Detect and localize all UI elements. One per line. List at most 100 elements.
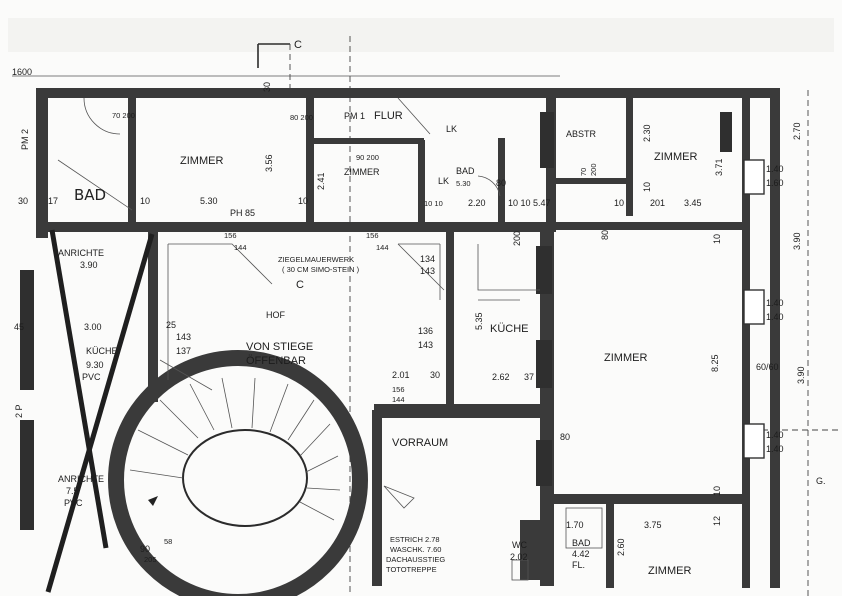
dim-label: 3.90: [792, 232, 802, 250]
section-mark-c-mid: C: [296, 279, 304, 291]
dim-label: 70 200: [112, 111, 135, 120]
dim-label: PH 85: [230, 208, 255, 218]
wc-fixture: [511, 559, 529, 581]
room-area-wc: 2.02: [510, 552, 528, 562]
dim-label: 10: [298, 196, 308, 206]
room-label-hof: HOF: [266, 310, 286, 320]
left-vertical-code: PM 2: [20, 129, 30, 150]
dim-label: 45: [14, 322, 24, 332]
dim-label: 3.56: [264, 154, 274, 172]
left-top-dim: 1600: [12, 67, 32, 77]
door-swings: [57, 97, 501, 509]
exterior-walls: [36, 88, 780, 588]
dim-label: 143: [420, 266, 435, 276]
dim-label: 1.40: [766, 298, 784, 308]
dim-label: 143: [418, 340, 433, 350]
room-label-kueche-2: KÜCHE: [490, 323, 529, 335]
room-label-abstr: ABSTR: [566, 129, 597, 139]
room-floor-kueche-1: PVC: [82, 372, 101, 382]
dim-label: 2.60: [616, 538, 626, 556]
room-label-flur: FLUR: [374, 110, 403, 122]
room-label-wc: WC: [512, 540, 527, 550]
dim-label: 205: [144, 555, 157, 564]
dim-label: 3.71: [714, 158, 724, 176]
bathtub: [565, 507, 603, 549]
room-label-anrichte-2: ANRICHTE: [58, 474, 104, 484]
dim-label: 136: [418, 326, 433, 336]
dim-label: 8.25: [710, 354, 720, 372]
dim-label: 30: [430, 370, 440, 380]
room-label-zimmer-2: ZIMMER: [344, 167, 380, 177]
dim-label: 80: [496, 178, 506, 188]
dim-label: 80: [560, 432, 570, 442]
dim-label: 70: [579, 168, 588, 176]
right-windows: [743, 159, 765, 459]
dim-label: 144: [392, 395, 405, 404]
dim-label: 37: [524, 372, 534, 382]
dim-label: 156: [392, 385, 405, 394]
dim-label: 5.35: [474, 312, 484, 330]
section-line-c-top: [257, 43, 291, 90]
room-area-bad-2: 5.30: [456, 179, 471, 188]
dim-label: 10 10 5.47: [508, 198, 551, 208]
dim-label: 2.30: [642, 124, 652, 142]
dim-label: 2.70: [792, 122, 802, 140]
kitchen-counter: [477, 244, 540, 301]
room-label-zimmer-1: ZIMMER: [180, 155, 223, 167]
dim-label: 156: [366, 231, 379, 240]
dim-label: 3.75: [644, 520, 662, 530]
room-label-zimmer-5: ZIMMER: [648, 565, 691, 577]
masonry-hatching: [20, 112, 732, 530]
dim-label: 3.00: [84, 322, 102, 332]
dim-label: 3.90: [796, 366, 806, 384]
dim-label: 143: [176, 332, 191, 342]
dim-label: 1.40: [766, 444, 784, 454]
dim-label: 156: [224, 231, 237, 240]
section-mark-g: G.: [816, 476, 826, 486]
room-area-kueche-1: 9.30: [86, 360, 104, 370]
room-label-bad-3: BAD: [572, 538, 591, 548]
note-von-stiege: VON STIEGE: [246, 341, 313, 353]
section-mark-c-top: C: [294, 39, 302, 51]
dim-label: 2.41: [316, 172, 326, 190]
room-label-bad-topleft: BAD: [74, 186, 106, 204]
dim-label: 1.40: [766, 312, 784, 322]
room-label-waschk: WASCHK. 7.60: [390, 545, 441, 554]
dim-label: 10: [712, 234, 722, 244]
dim-label: 30: [262, 82, 272, 92]
hof-outline: [167, 243, 441, 380]
note-oeffenbar: ÖFFENBAR: [246, 355, 306, 367]
dim-label: 1.70: [566, 520, 584, 530]
dim-label: 60/60: [756, 362, 779, 372]
room-label-lk-2: LK: [438, 176, 449, 186]
note-simo-stein: ( 30 CM SIMO-STEIN ): [282, 265, 360, 274]
dim-label: 200: [589, 163, 598, 176]
dim-label: 10: [712, 486, 722, 496]
dim-label: 80 200: [290, 113, 313, 122]
dim-label: 144: [376, 243, 389, 252]
note-dachausstieg: DACHAUSSTIEG: [386, 555, 445, 564]
room-area-anrichte-1: 3.90: [80, 260, 98, 270]
dim-label: 90: [140, 544, 150, 554]
spiral-staircase: [108, 350, 368, 596]
room-area-bad-3: 4.42: [572, 549, 590, 559]
dim-label: 137: [176, 346, 191, 356]
left-lower-code: 2 P: [14, 404, 24, 418]
room-label-pm1: PM 1: [344, 111, 365, 121]
dim-label: 134: [420, 254, 435, 264]
dim-label: 10: [642, 182, 652, 192]
room-label-anrichte-1: ANRICHTE: [58, 248, 104, 258]
dimension-labels: 5.30 PH 85 10 10 17 30 3.56 30 2.41 2.20…: [14, 82, 806, 564]
dim-label: 1.40: [766, 164, 784, 174]
note-tototreppe: TOTOTREPPE: [386, 565, 437, 574]
hof-diagonals: [159, 243, 445, 391]
dim-label: 1.60: [766, 178, 784, 188]
dim-label: 30: [18, 196, 28, 206]
dim-label: 25: [166, 320, 176, 330]
dim-label: 90 200: [356, 153, 379, 162]
room-label-zimmer-4: ZIMMER: [604, 352, 647, 364]
room-label-lk-1: LK: [446, 124, 457, 134]
dim-label: 3.45: [684, 198, 702, 208]
top-scan-shade: [8, 18, 834, 52]
